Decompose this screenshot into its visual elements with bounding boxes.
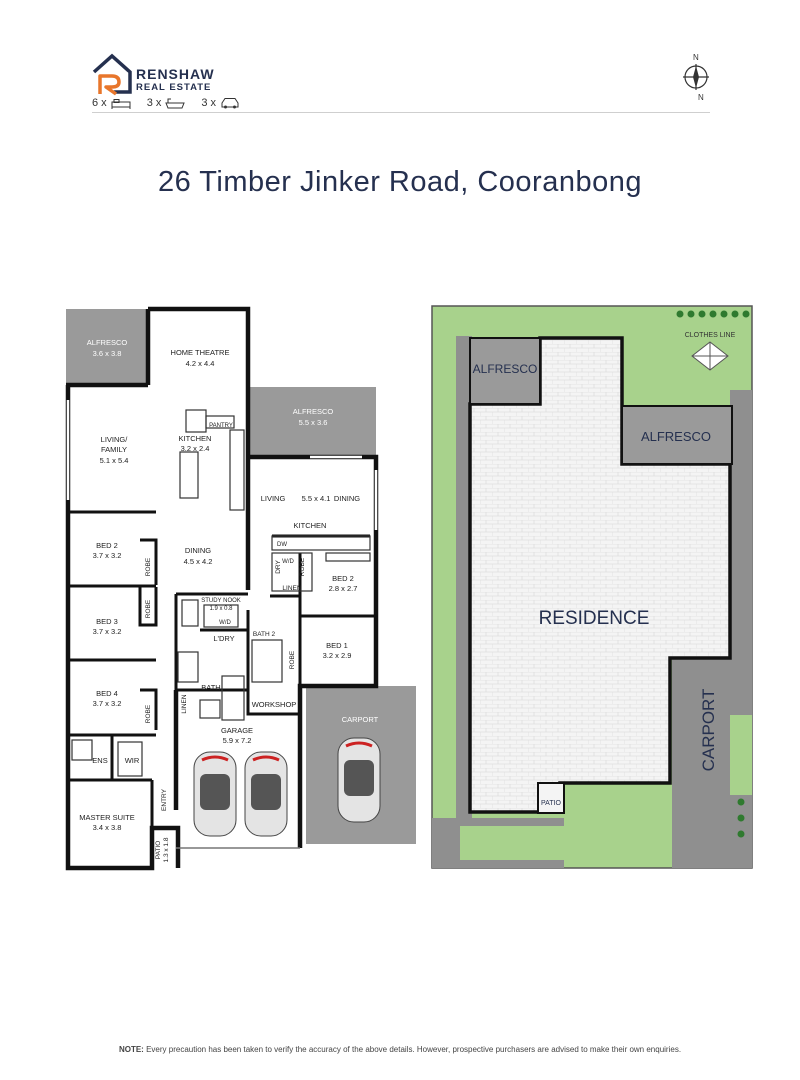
room-kitchen2-name: KITCHEN [294, 521, 327, 530]
room-entry-name: ENTRY [161, 788, 168, 811]
car-icon [221, 98, 239, 109]
room-living-family-size: 5.1 x 5.4 [100, 456, 129, 465]
room-kitchen-size: 3.2 x 2.4 [181, 444, 210, 453]
compass-icon: N N [683, 53, 709, 102]
room-workshop-name: WORKSHOP [252, 700, 297, 709]
room-bed1-size: 3.2 x 2.9 [323, 651, 352, 660]
robe-label-bed2: ROBE [145, 557, 152, 576]
room-linen2-name: LINEN [181, 694, 188, 713]
room-garage-size: 5.9 x 7.2 [223, 736, 252, 745]
room-living-family-name: LIVING/ [101, 435, 129, 444]
room-living2-name2: DINING [334, 494, 360, 503]
room-bed2-size: 3.7 x 3.2 [93, 551, 122, 560]
bedrooms-feature: 6 x [92, 97, 131, 109]
alfresco-east-area [250, 387, 376, 457]
compass-top-label: N [693, 53, 699, 62]
room-alfresco-e-size: 5.5 x 3.6 [299, 418, 328, 427]
room-ens-name: ENS [92, 756, 107, 765]
site-alfresco-west [469, 337, 541, 405]
room-study-nook-size: 1.9 x 0.8 [209, 606, 233, 612]
room-master-suite-size: 3.4 x 3.8 [93, 823, 122, 832]
room-dining-size: 4.5 x 4.2 [184, 557, 213, 566]
room-living2-name: LIVING [261, 494, 286, 503]
site-alfresco-east-label: ALFRESCO [641, 429, 711, 444]
brand-tagline: REAL ESTATE [136, 82, 212, 93]
compass: N N [680, 52, 720, 102]
garage-cars [193, 737, 381, 837]
bathrooms-feature: 3 x [147, 97, 186, 109]
room-home-theatre-size: 4.2 x 4.4 [186, 359, 215, 368]
site-alfresco-west-label: ALFRESCO [473, 362, 538, 376]
room-patio-name: PATIO [155, 841, 162, 860]
room-study-nook-name: STUDY NOOK [201, 598, 241, 604]
hedge-trees [676, 310, 750, 838]
bed-icon [111, 98, 131, 109]
room-bed2b-name: BED 2 [332, 574, 354, 583]
site-plan: CLOTHES LINE ALFRESCO ALFRESCO RESIDENCE… [431, 305, 753, 869]
site-alfresco-east [621, 405, 733, 465]
bathrooms-count: 3 x [146, 97, 162, 109]
room-bed3-name: BED 3 [96, 617, 118, 626]
alfresco-west-area [66, 309, 148, 385]
disclaimer-note: NOTE: Every precaution has been taken to… [0, 1045, 800, 1054]
room-pantry-name: PANTRY [209, 423, 233, 429]
room-home-theatre-name: HOME THEATRE [171, 348, 230, 357]
bath-icon [165, 98, 186, 108]
property-address-title: 26 Timber Jinker Road, Cooranbong [158, 166, 642, 198]
robe-label-bed1: ROBE [289, 650, 296, 669]
room-alfresco-w-name: ALFRESCO [87, 338, 128, 347]
note-label: NOTE: [118, 1045, 144, 1054]
room-bath2-name: BATH 2 [253, 631, 276, 638]
robe-label-bed4: ROBE [145, 704, 152, 723]
room-living-family-name2: FAMILY [101, 445, 127, 454]
room-bath-name: BATH [201, 683, 220, 692]
room-bed4-size: 3.7 x 3.2 [93, 699, 122, 708]
site-carport-label: CARPORT [699, 689, 718, 772]
room-patio-size: 1.3 x 1.8 [163, 837, 170, 862]
kitchen-fixtures [71, 409, 371, 777]
compass-bottom-label: N [698, 93, 704, 102]
site-patio-label: PATIO [541, 800, 562, 807]
brand-name: RENSHAW [136, 66, 215, 82]
room-master-suite-name: MASTER SUITE [79, 813, 134, 822]
room-laundry-name: L'DRY [213, 634, 234, 643]
room-bed2-name: BED 2 [96, 541, 118, 550]
room-kitchen-name: KITCHEN [179, 434, 212, 443]
room-bed4-name: BED 4 [96, 689, 118, 698]
robe-label-bed3: ROBE [145, 599, 152, 618]
clothes-line-label: CLOTHES LINE [685, 332, 736, 339]
room-living2-size: 5.5 x 4.1 [302, 494, 331, 503]
site-residence-label: RESIDENCE [539, 608, 650, 629]
exterior-walls [65, 306, 379, 871]
room-wd-name: W/D [282, 559, 294, 565]
clothes-line-icon [691, 341, 729, 371]
room-carport-name: CARPORT [342, 715, 379, 724]
header-divider [92, 112, 710, 113]
room-dw-name: DW [277, 542, 287, 548]
room-wd2-name: W/D [219, 620, 231, 626]
room-dining-name: DINING [185, 546, 211, 555]
parking-feature: 3 x [201, 97, 240, 109]
windows [66, 400, 378, 530]
robe-label-bed2b: ROBE [299, 557, 306, 576]
site-patio [537, 782, 565, 814]
room-linen-name: LINEN [282, 585, 301, 592]
parking-count: 3 x [201, 97, 217, 109]
logo-mark-icon [92, 53, 132, 96]
room-alfresco-e-name: ALFRESCO [293, 407, 334, 416]
feature-summary: 6 x 3 x 3 x [92, 97, 240, 109]
room-garage-name: GARAGE [221, 726, 253, 735]
room-bed2b-size: 2.8 x 2.7 [329, 584, 358, 593]
room-alfresco-w-size: 3.6 x 3.8 [93, 349, 122, 358]
floor-plan: ALFRESCO 3.6 x 3.8 HOME THEATRE 4.2 x 4.… [65, 306, 416, 871]
room-bed1-name: BED 1 [326, 641, 348, 650]
room-dryer-name: DRY [275, 560, 282, 574]
note-text: Every precaution has been taken to verif… [146, 1045, 682, 1054]
room-wir-name: WIR [125, 756, 140, 765]
room-bed3-size: 3.7 x 3.2 [93, 627, 122, 636]
bedrooms-count: 6 x [92, 97, 107, 109]
brand-logo: RENSHAW REAL ESTATE [92, 52, 214, 101]
